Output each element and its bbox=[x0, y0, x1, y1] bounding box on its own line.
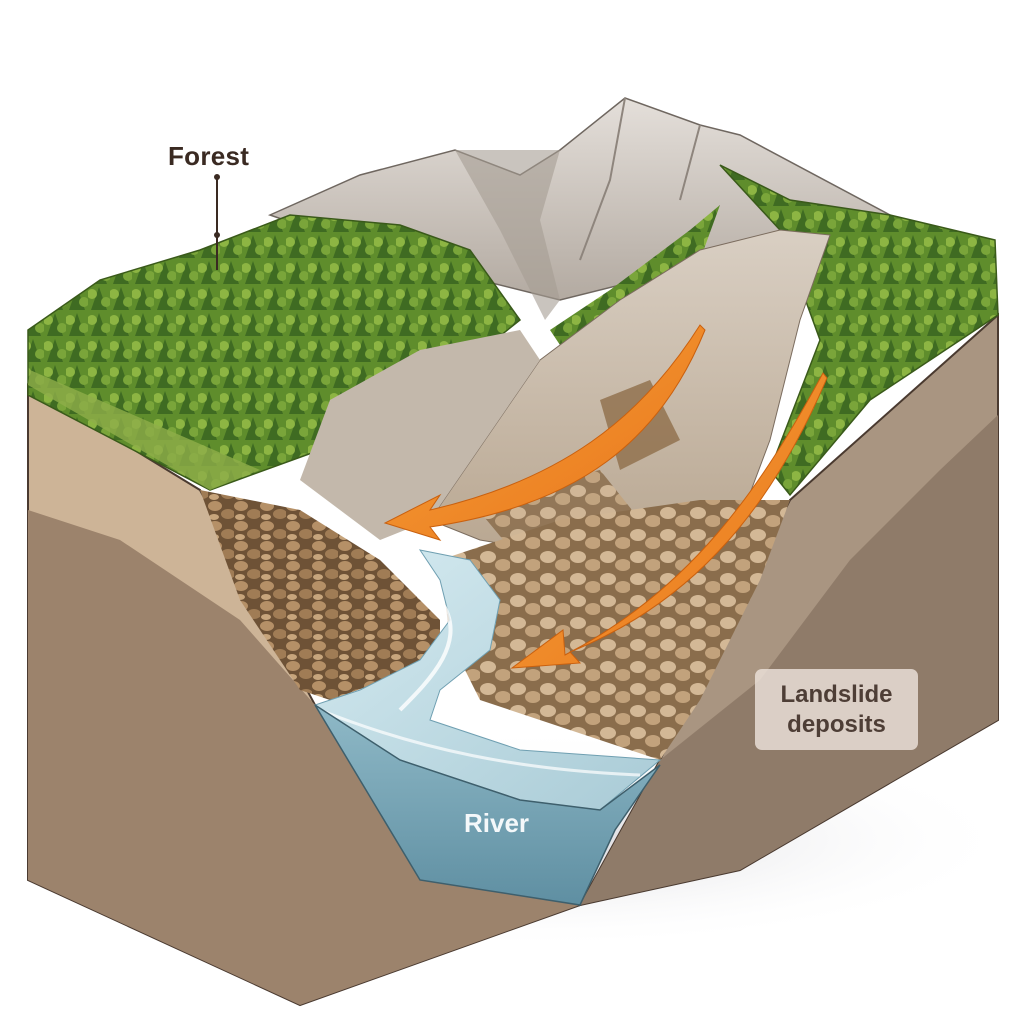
river-label: River bbox=[464, 808, 530, 838]
landslide-deposits-label-line1: Landslide bbox=[780, 680, 893, 708]
forest-leader-line bbox=[214, 174, 220, 270]
forest-label: Forest bbox=[168, 141, 250, 171]
river bbox=[313, 549, 662, 906]
landslide-deposits-label: Landslide deposits bbox=[755, 669, 918, 750]
left-forest bbox=[27, 214, 522, 491]
upper-flow-arrow bbox=[383, 324, 706, 541]
lower-flow-arrow bbox=[510, 372, 828, 669]
river-cross-section bbox=[314, 704, 661, 906]
landslide-deposits-label-line2: deposits bbox=[787, 710, 886, 738]
